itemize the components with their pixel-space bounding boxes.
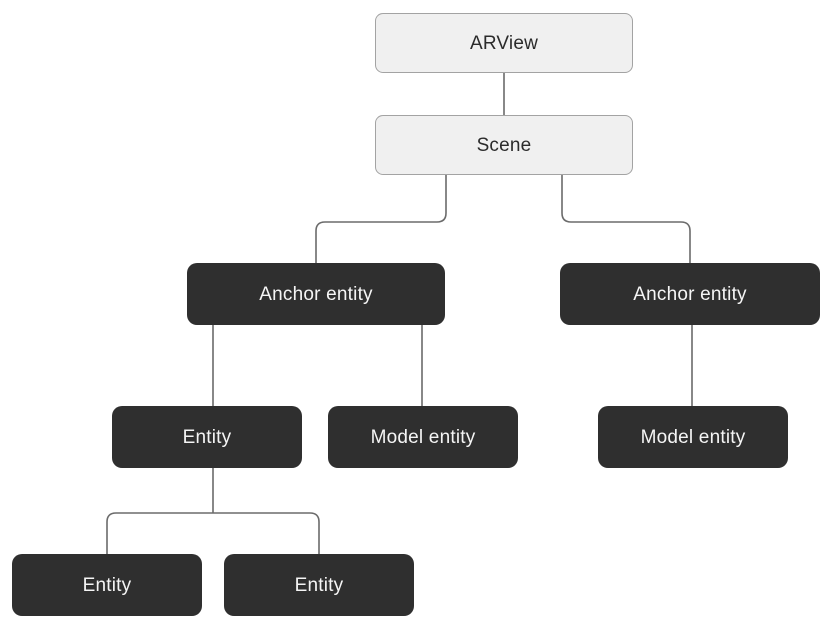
node-anchor-entity-left: Anchor entity <box>187 263 445 325</box>
node-entity-mid-label: Entity <box>182 426 232 448</box>
node-entity-mid: Entity <box>112 406 302 468</box>
node-arview: ARView <box>375 13 633 73</box>
node-entity-bottom-right: Entity <box>224 554 414 616</box>
node-arview-label: ARView <box>469 32 539 54</box>
node-scene: Scene <box>375 115 633 175</box>
node-anchor-entity-right: Anchor entity <box>560 263 820 325</box>
edge-scene-to-anchor-entity-left <box>315 175 447 263</box>
node-model-entity-left-label: Model entity <box>370 426 476 448</box>
node-model-entity-left: Model entity <box>328 406 518 468</box>
node-anchor-entity-right-label: Anchor entity <box>633 283 747 305</box>
node-model-entity-right: Model entity <box>598 406 788 468</box>
edge-scene-to-anchor-entity-right <box>561 175 691 263</box>
node-model-entity-right-label: Model entity <box>640 426 746 448</box>
edge-entity-mid-to-bottom-entities <box>106 512 320 554</box>
node-scene-label: Scene <box>476 134 532 156</box>
node-entity-bottom-right-label: Entity <box>294 574 344 596</box>
node-entity-bottom-left: Entity <box>12 554 202 616</box>
node-entity-bottom-left-label: Entity <box>82 574 132 596</box>
node-anchor-entity-left-label: Anchor entity <box>259 283 373 305</box>
